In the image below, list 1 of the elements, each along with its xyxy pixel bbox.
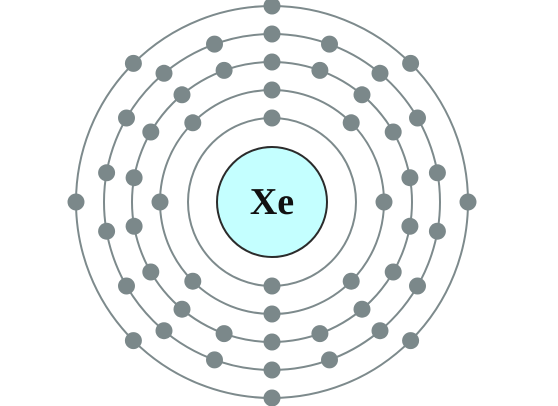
element-symbol: Xe: [250, 180, 294, 224]
